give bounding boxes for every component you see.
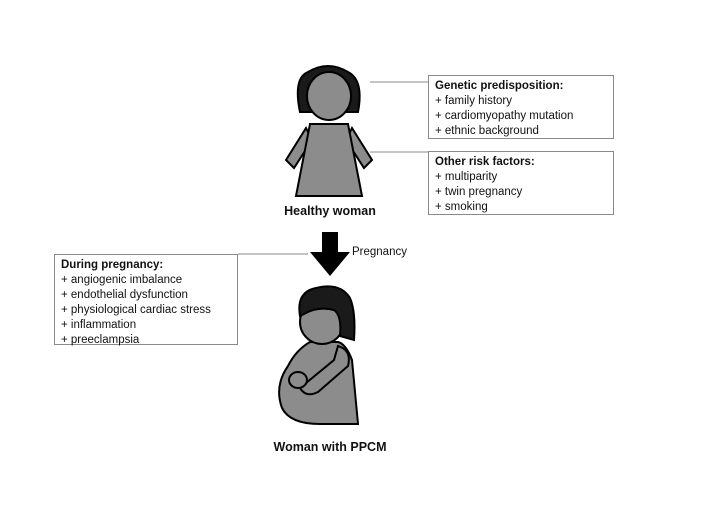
ppcm-woman-caption: Woman with PPCM bbox=[273, 440, 387, 454]
pregnancy-heading: During pregnancy: bbox=[61, 259, 164, 271]
during-pregnancy-box: During pregnancy: + angiogenic imbalance… bbox=[54, 254, 238, 346]
pregnancy-item: + endothelial dysfunction bbox=[61, 289, 188, 301]
pregnant-woman-figure bbox=[278, 285, 360, 425]
other-item: + twin pregnancy bbox=[435, 186, 523, 198]
genetic-item: + ethnic background bbox=[435, 125, 539, 137]
healthy-woman-figure bbox=[284, 65, 374, 197]
other-item: + smoking bbox=[435, 201, 488, 213]
pregnancy-item: + angiogenic imbalance bbox=[61, 274, 183, 286]
pregnancy-item: + inflammation bbox=[61, 319, 137, 331]
other-risk-factors-box: Other risk factors: + multiparity + twin… bbox=[428, 151, 614, 215]
other-heading: Other risk factors: bbox=[435, 156, 535, 168]
pregnancy-item: + physiological cardiac stress bbox=[61, 304, 211, 316]
pregnancy-arrow bbox=[310, 232, 350, 276]
healthy-woman-caption: Healthy woman bbox=[284, 204, 376, 218]
pregnancy-item: + preeclampsia bbox=[61, 334, 140, 346]
genetic-predisposition-box: Genetic predisposition: + family history… bbox=[428, 75, 614, 139]
other-item: + multiparity bbox=[435, 171, 498, 183]
genetic-heading: Genetic predisposition: bbox=[435, 80, 564, 92]
pregnancy-arrow-label: Pregnancy bbox=[352, 246, 407, 258]
genetic-item: + cardiomyopathy mutation bbox=[435, 110, 574, 122]
genetic-item: + family history bbox=[435, 95, 513, 107]
